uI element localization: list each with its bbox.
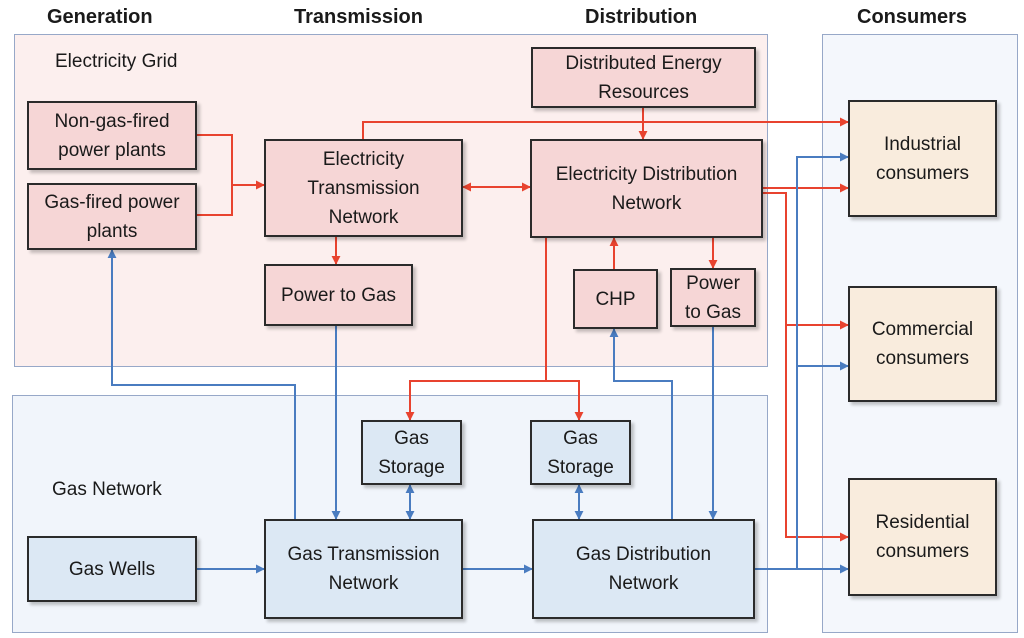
industrial-consumers-node: Industrial consumers <box>848 100 997 217</box>
flow-gas-distribution-to-industrial <box>796 152 849 366</box>
header-consumers: Consumers <box>857 6 968 28</box>
gas-network-label: Gas Network <box>52 479 162 500</box>
flow-nongas-to-transmission <box>197 134 265 190</box>
header-transmission: Transmission <box>294 6 423 28</box>
gas-distribution-node: Gas Distribution Network <box>532 519 755 619</box>
gas-fired-plants-node: Gas-fired power plants <box>27 183 197 250</box>
gas-storage-2-node: Gas Storage <box>530 420 631 485</box>
electricity-grid-label: Electricity Grid <box>55 51 178 72</box>
electricity-transmission-node: Electricity Transmission Network <box>264 139 463 237</box>
power-to-gas-transmission-node: Power to Gas <box>264 264 413 326</box>
flow-distribution-to-storage-1 <box>405 238 547 421</box>
flow-gas-transmission-to-gasfired <box>107 249 296 519</box>
gas-transmission-node: Gas Transmission Network <box>264 519 463 619</box>
power-to-gas-distribution-node: Power to Gas <box>670 268 756 327</box>
non-gas-fired-plants-node: Non-gas-fired power plants <box>27 101 197 170</box>
commercial-consumers-node: Commercial consumers <box>848 286 997 402</box>
electricity-distribution-node: Electricity Distribution Network <box>530 139 763 238</box>
flow-gasfired-to-transmission <box>197 185 233 216</box>
flow-gas-distribution-to-chp <box>609 328 673 519</box>
chp-node: CHP <box>573 269 658 329</box>
header-generation: Generation <box>47 6 153 28</box>
distributed-energy-resources-node: Distributed Energy Resources <box>531 47 756 108</box>
flow-gas-distribution-to-commercial <box>796 361 849 569</box>
gas-storage-1-node: Gas Storage <box>361 420 462 485</box>
flow-distribution-to-storage-2 <box>546 380 584 421</box>
residential-consumers-node: Residential consumers <box>848 478 997 596</box>
gas-wells-node: Gas Wells <box>27 536 197 602</box>
header-distribution: Distribution <box>585 6 698 28</box>
flow-transmission-to-industrial <box>362 117 849 139</box>
flow-distribution-to-residential <box>785 325 849 542</box>
flow-distribution-to-commercial <box>763 192 849 330</box>
